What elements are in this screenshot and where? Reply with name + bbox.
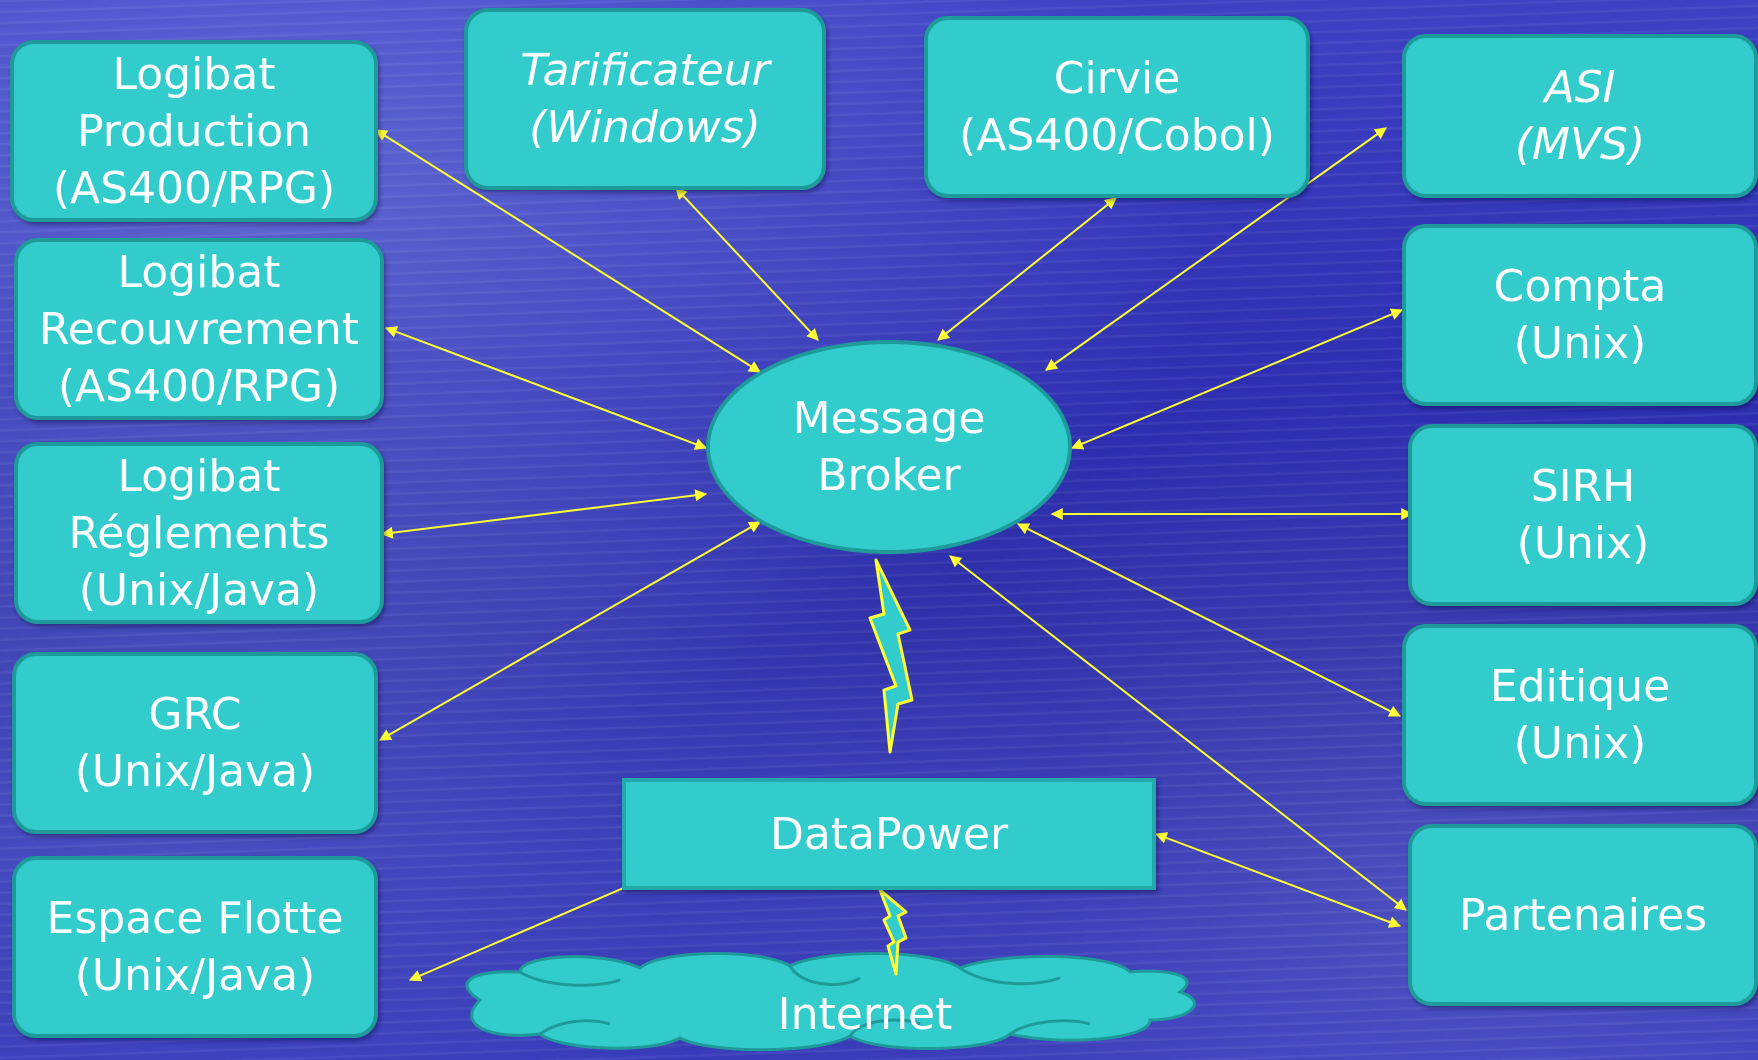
node-datapower-label: DataPower: [769, 808, 1009, 860]
node-logibat-production-label: Logibat Production (AS400/RPG): [52, 48, 336, 214]
connector-editique: [1016, 523, 1402, 717]
node-grc: GRC (Unix/Java): [12, 652, 378, 834]
connector-grc: [378, 521, 762, 741]
node-compta: Compta (Unix): [1402, 224, 1758, 406]
node-asi-label: ASI (MVS): [1514, 62, 1646, 170]
node-tarificateur-label: Tarificateur (Windows): [520, 45, 770, 153]
node-logibat-reglements: Logibat Réglements (Unix/Java): [14, 442, 384, 624]
node-message-broker: Message Broker: [706, 340, 1072, 554]
node-sirh-label: SIRH (Unix): [1516, 461, 1650, 569]
node-message-broker-label: Message Broker: [792, 393, 986, 501]
node-cirvie: Cirvie (AS400/Cobol): [924, 16, 1310, 198]
node-grc-label: GRC (Unix/Java): [74, 689, 316, 797]
node-logibat-production: Logibat Production (AS400/RPG): [10, 40, 378, 222]
node-asi: ASI (MVS): [1402, 34, 1758, 198]
node-datapower: DataPower: [622, 778, 1156, 890]
connector-cirvie: [937, 197, 1117, 341]
node-compta-label: Compta (Unix): [1493, 261, 1667, 369]
node-editique-label: Editique (Unix): [1489, 661, 1671, 769]
node-logibat-recouvrement-label: Logibat Recouvrement (AS400/RPG): [39, 246, 359, 412]
lightning-datapower-internet: [878, 888, 908, 976]
node-cirvie-label: Cirvie (AS400/Cobol): [959, 53, 1275, 161]
lightning-broker-datapower: [868, 558, 914, 754]
node-espace-flotte: Espace Flotte (Unix/Java): [12, 856, 378, 1038]
node-espace-flotte-label: Espace Flotte (Unix/Java): [46, 893, 344, 1001]
connector-tarificateur: [675, 187, 819, 341]
connector-logibat-recouvrement: [384, 326, 708, 450]
node-partenaires: Partenaires: [1408, 824, 1758, 1006]
node-logibat-recouvrement: Logibat Recouvrement (AS400/RPG): [14, 238, 384, 420]
node-logibat-reglements-label: Logibat Réglements (Unix/Java): [68, 450, 330, 616]
node-sirh: SIRH (Unix): [1408, 424, 1758, 606]
node-partenaires-label: Partenaires: [1458, 889, 1708, 941]
node-editique: Editique (Unix): [1402, 624, 1758, 806]
connector-compta: [1070, 308, 1404, 450]
node-tarificateur: Tarificateur (Windows): [464, 8, 826, 190]
node-internet-label: Internet: [777, 989, 953, 1040]
connector-partenaires-datapower: [1154, 832, 1402, 928]
connector-espace-flotte-datapower: [408, 872, 658, 982]
connector-logibat-reglements: [380, 489, 708, 539]
